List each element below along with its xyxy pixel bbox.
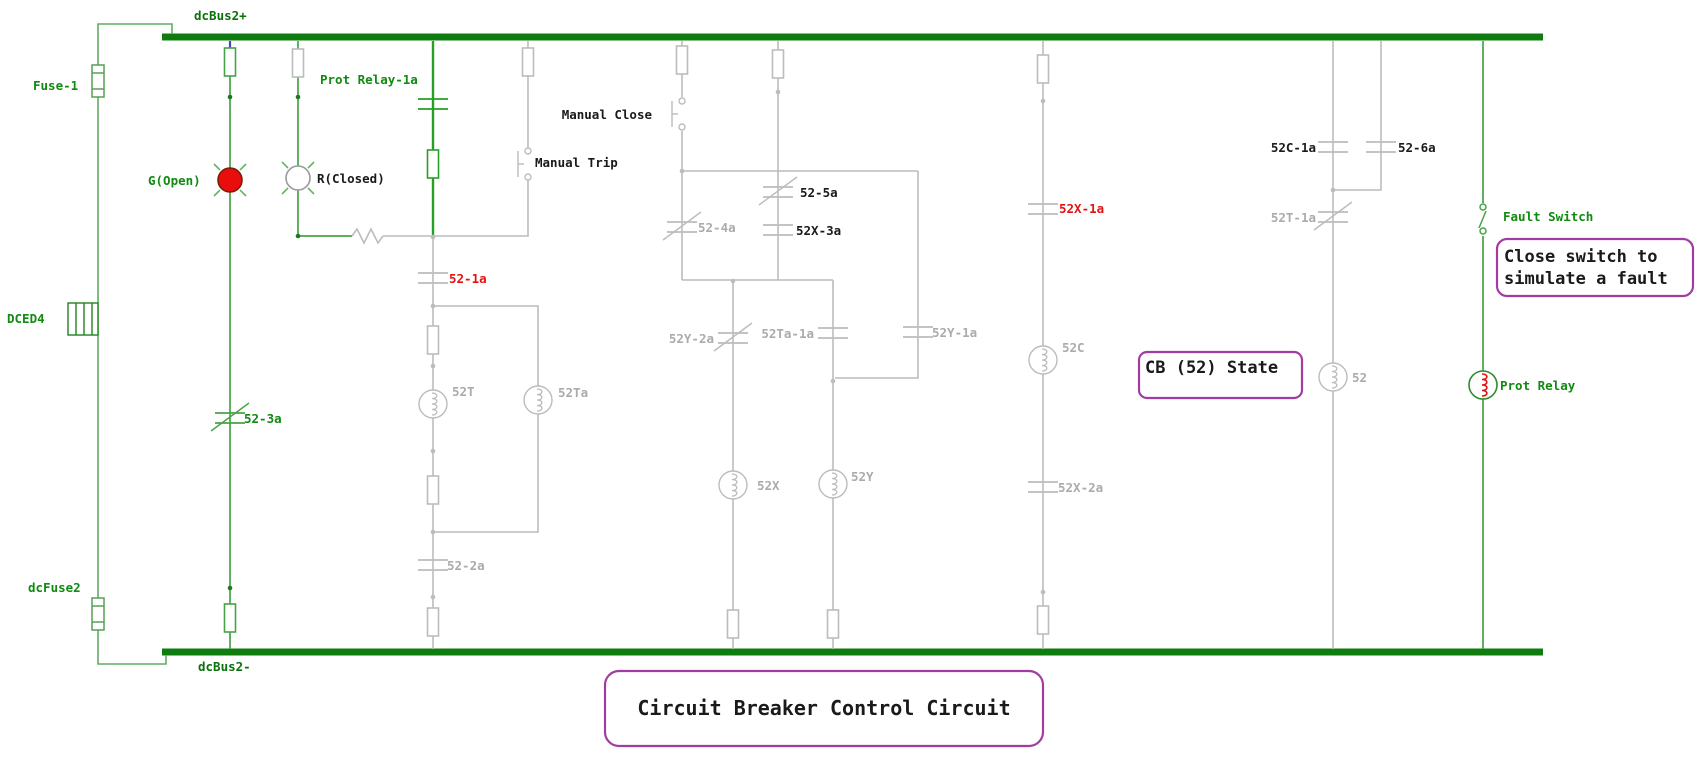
manual-close-label: Manual Close	[562, 107, 653, 122]
red-lamp-branch-wire	[297, 41, 352, 237]
resistor-symbol	[1036, 605, 1050, 635]
contact-52y-2a-label: 52Y-2a	[669, 331, 714, 346]
close-seal-in-wires	[681, 41, 919, 649]
fault-callout-line2: simulate a fault	[1504, 269, 1668, 289]
coil-52c	[1028, 345, 1058, 375]
junction-dot	[430, 363, 436, 369]
coil-52y	[818, 469, 848, 499]
resistor-symbol	[771, 49, 785, 79]
contact-52y-1a-label: 52Y-1a	[932, 325, 977, 340]
fuse-1-symbol	[91, 64, 105, 98]
coil-52x	[718, 470, 748, 500]
junction-dot	[830, 378, 836, 384]
junction-dot	[730, 278, 736, 284]
contact-52x-2a-label: 52X-2a	[1058, 480, 1103, 495]
junction-dot	[227, 585, 233, 591]
resistor-symbol	[521, 47, 535, 77]
junction-dot	[1040, 98, 1046, 104]
contact-52-3a-label: 52-3a	[244, 411, 282, 426]
zigzag-resistor	[351, 227, 431, 245]
junction-dot	[1040, 589, 1046, 595]
fault-callout-line1: Close switch to	[1504, 247, 1658, 267]
battery-dced4-label: DCED4	[7, 311, 45, 326]
contact-52-5a-label: 52-5a	[800, 185, 838, 200]
resistor-symbol	[223, 47, 237, 77]
coil-52y-label: 52Y	[851, 469, 874, 484]
resistor-symbol	[223, 603, 237, 633]
green-lamp	[213, 163, 247, 197]
resistor-symbol	[726, 609, 740, 639]
manual-trip-button[interactable]	[517, 147, 532, 181]
prot-relay-label: Prot Relay	[1500, 378, 1576, 393]
coil-52-label: 52	[1352, 370, 1367, 385]
red-lamp	[281, 161, 315, 195]
prot-relay-coil	[1468, 370, 1498, 400]
red-lamp-label: R(Closed)	[317, 171, 385, 186]
junction-dot	[430, 234, 436, 240]
dc-fuse-2-label: dcFuse2	[28, 580, 81, 595]
fuse-1-label: Fuse-1	[33, 78, 78, 93]
junction-dot	[295, 94, 301, 100]
junction-dot	[295, 233, 301, 239]
contact-52-2a-label: 52-2a	[447, 558, 485, 573]
coil-52ta	[523, 385, 553, 415]
diagram-title: Circuit Breaker Control Circuit	[637, 696, 1010, 720]
coil-52t-label: 52T	[452, 384, 475, 399]
contact-52-4a-label: 52-4a	[698, 220, 736, 235]
junction-dot	[227, 94, 233, 100]
fault-switch[interactable]	[1478, 203, 1487, 235]
junction-dot	[679, 168, 685, 174]
resistor-symbol	[426, 325, 440, 355]
contact-52t-1a-label: 52T-1a	[1271, 210, 1316, 225]
junction-dot	[1330, 187, 1336, 193]
contact-52x-1a-label: 52X-1a	[1059, 201, 1104, 216]
fault-switch-label: Fault Switch	[1503, 209, 1593, 224]
title-box: Circuit Breaker Control Circuit	[603, 669, 1045, 748]
dc-supply-feeder-wire	[97, 23, 173, 665]
resistor-symbol	[826, 609, 840, 639]
fault-callout-box: Close switch to simulate a fault	[1495, 237, 1695, 298]
cb-state-branch-wires	[1332, 41, 1382, 649]
resistor-symbol	[426, 475, 440, 505]
junction-dot	[430, 448, 436, 454]
contact-52-6a-label: 52-6a	[1398, 140, 1436, 155]
dc-bus-negative-label: dcBus2-	[198, 659, 251, 674]
resistor-symbol	[426, 607, 440, 637]
resistor-symbol	[1036, 54, 1050, 84]
green-lamp-label: G(Open)	[148, 173, 201, 188]
coil-52t	[418, 389, 448, 419]
cb-state-label: CB (52) State	[1145, 358, 1278, 378]
cb-state-box: CB (52) State	[1137, 350, 1304, 400]
coil-52c-label: 52C	[1062, 340, 1085, 355]
coil-52	[1318, 362, 1348, 392]
coil-52x-label: 52X	[757, 478, 780, 493]
coil-52ta-label: 52Ta	[558, 385, 588, 400]
contact-prot-relay-1a-label: Prot Relay-1a	[320, 72, 418, 87]
battery-dced4-symbol	[67, 302, 99, 336]
manual-close-button[interactable]	[671, 97, 686, 131]
junction-dot	[430, 529, 436, 535]
contact-52c-1a-label: 52C-1a	[1271, 140, 1316, 155]
trip-path-wires	[432, 41, 539, 649]
dc-fuse-2-symbol	[91, 597, 105, 631]
junction-dot	[430, 594, 436, 600]
contact-52-1a-label: 52-1a	[449, 271, 487, 286]
contact-52x-3a-label: 52X-3a	[796, 223, 841, 238]
resistor-symbol	[426, 149, 440, 179]
junction-dot	[775, 89, 781, 95]
resistor-symbol	[675, 45, 689, 75]
contact-52ta-1a-label: 52Ta-1a	[761, 326, 814, 341]
manual-trip-label: Manual Trip	[535, 155, 618, 170]
junction-dot	[430, 303, 436, 309]
dc-bus-positive-label: dcBus2+	[194, 8, 247, 23]
resistor-symbol	[291, 48, 305, 78]
